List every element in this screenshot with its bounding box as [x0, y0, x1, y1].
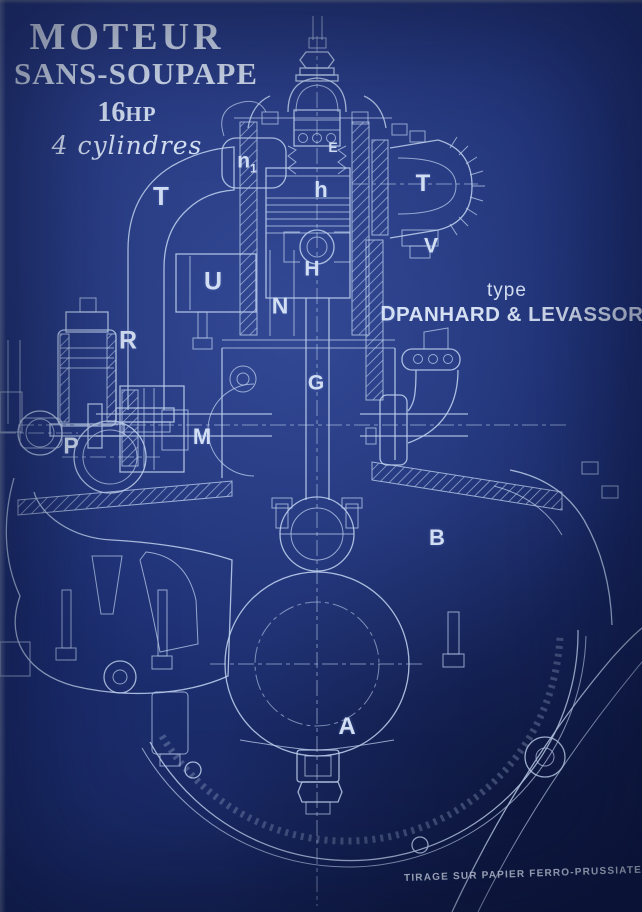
- drain-plug: [239, 739, 395, 815]
- connecting-rod: [207, 298, 363, 572]
- top-valve-assembly: [234, 16, 392, 175]
- crankcase-right: [442, 461, 619, 668]
- part-label-T: T: [415, 170, 431, 197]
- part-label-H: H: [304, 257, 320, 281]
- part-label-V: V: [423, 234, 439, 258]
- part-label-R: R: [118, 326, 138, 355]
- part-label-N: N: [271, 292, 289, 319]
- oil-sump: [0, 477, 233, 767]
- type-prefix: type: [487, 280, 527, 301]
- part-label-D: D: [380, 302, 396, 326]
- part-label-P: P: [63, 432, 79, 459]
- crankcase-circles: [141, 571, 642, 912]
- title-block: MOTEUR SANS-SOUPAPE 16HP 4 cylindres: [14, 16, 258, 160]
- part-label-G: G: [307, 371, 325, 395]
- exhaust-boss: [389, 123, 485, 259]
- outlet-elbow: [365, 327, 461, 466]
- part-label-M: M: [192, 424, 212, 449]
- power-unit: HP: [125, 101, 157, 126]
- centerlines: [0, 36, 568, 906]
- part-label-B: B: [429, 525, 445, 550]
- title-line2: SANS-SOUPAPE: [14, 56, 258, 91]
- antechamber: [221, 100, 287, 189]
- intake-pipe: [115, 146, 235, 433]
- paper-edge-top: [0, 0, 642, 4]
- cylinder-count: 4 cylindres: [51, 130, 203, 160]
- hatched-walls: [17, 121, 563, 516]
- water-pump: [17, 410, 147, 494]
- piston: [265, 167, 351, 299]
- crankshaft: [87, 385, 468, 473]
- part-label-h: h: [314, 177, 328, 202]
- part-label-A: A: [338, 713, 356, 740]
- part-label-T: T: [153, 181, 169, 211]
- type-name: PANHARD & LEVASSOR: [396, 303, 642, 326]
- part-label-U: U: [203, 267, 223, 296]
- power-rating: 16HP: [14, 97, 240, 129]
- title-line1: MOTEUR: [29, 16, 225, 58]
- manifold-box: [175, 250, 396, 478]
- type-block: type PANHARD & LEVASSOR: [396, 280, 642, 327]
- part-label-E: E: [328, 139, 338, 155]
- paper-edge-left: [0, 0, 6, 912]
- magneto-unit: [0, 297, 125, 437]
- power-value: 16: [97, 96, 126, 128]
- part-label-n1: n1: [237, 149, 257, 176]
